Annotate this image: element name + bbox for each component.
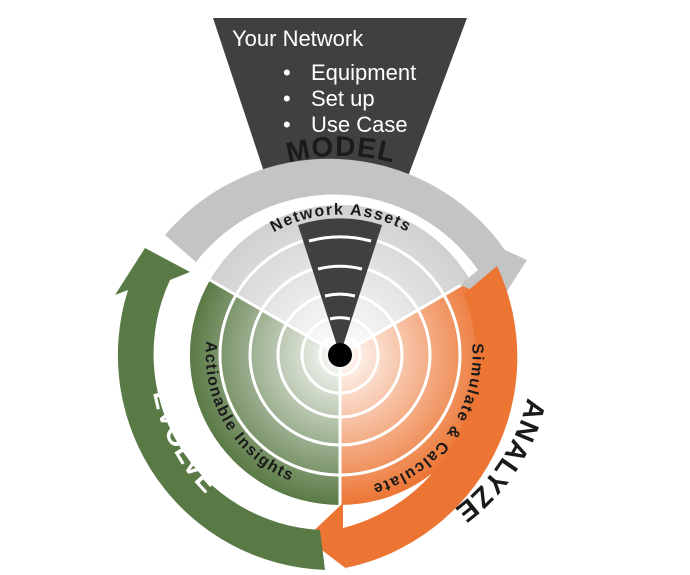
- center-dot: [328, 343, 352, 367]
- evolve-arrow: [115, 248, 325, 570]
- model-arrow: [165, 158, 527, 302]
- analyze-arrow: [306, 266, 518, 573]
- funnel-bullet: •: [283, 60, 291, 85]
- funnel-item: Equipment: [311, 60, 416, 85]
- funnel-item: Use Case: [311, 112, 408, 137]
- funnel-title: Your Network: [232, 26, 364, 51]
- funnel-item: Set up: [311, 86, 375, 111]
- funnel-item-bullet: •: [283, 112, 291, 137]
- funnel-list: • Equipment • Set up • Use Case: [283, 60, 416, 137]
- funnel-bullet: •: [283, 86, 291, 111]
- funnel-shape: [213, 18, 467, 190]
- evolve-sector: [189, 280, 340, 506]
- funnel-wedge: [298, 218, 382, 355]
